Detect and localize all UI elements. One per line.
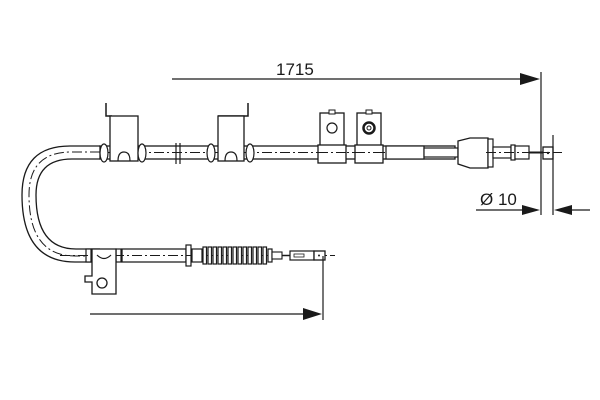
diameter-label: Ø 10 bbox=[480, 190, 517, 209]
mounting-bracket-2 bbox=[206, 103, 255, 163]
mounting-bracket-1 bbox=[99, 103, 181, 164]
diameter-dimension: Ø 10 bbox=[476, 190, 590, 215]
end-fitting-right bbox=[385, 135, 562, 215]
length-label: 1715 bbox=[276, 60, 314, 79]
bellows-boot bbox=[191, 246, 326, 265]
mounting-bracket-4 bbox=[354, 109, 384, 164]
cable-curve bbox=[21, 145, 100, 263]
lower-bracket bbox=[84, 248, 117, 295]
bottom-dimension bbox=[90, 256, 324, 320]
length-dimension: 1715 bbox=[172, 60, 542, 215]
mounting-bracket-3 bbox=[317, 109, 347, 164]
